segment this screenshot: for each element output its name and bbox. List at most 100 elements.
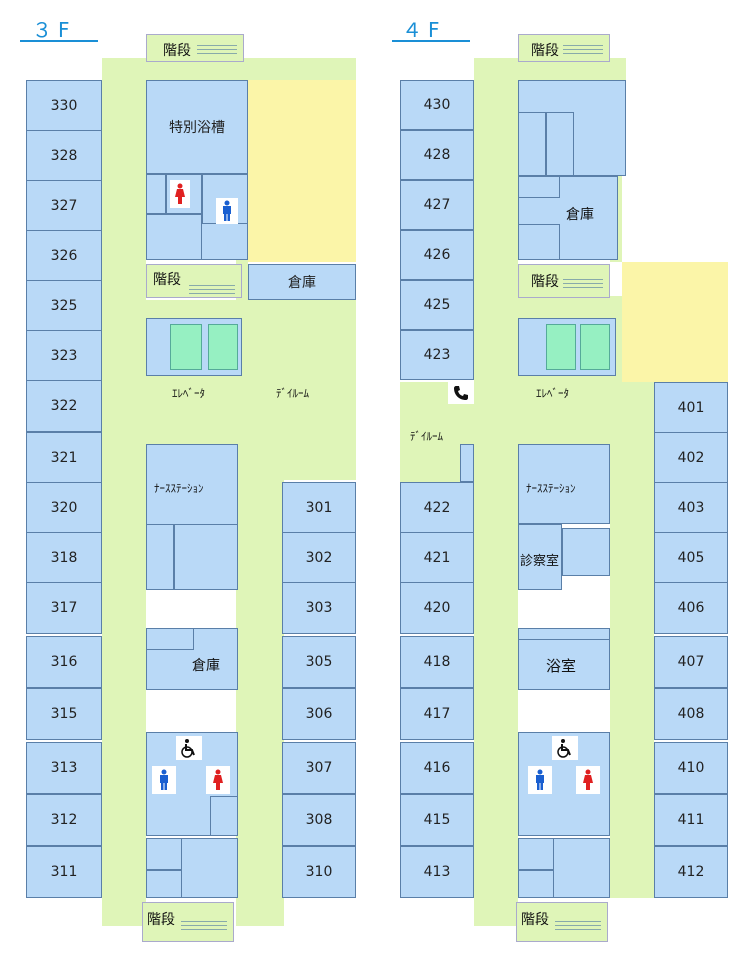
room-402: 402 — [654, 432, 728, 484]
nurse-station-3f-sub-2 — [174, 524, 238, 590]
stairs-4f-bottom-label: 階段 — [521, 912, 549, 928]
bathroom-4f-label: 浴室 — [546, 657, 577, 675]
room-430: 430 — [400, 80, 474, 130]
corridor-4f-top — [474, 58, 626, 80]
room-428: 428 — [400, 130, 474, 180]
storage-4f-sub-1 — [518, 112, 546, 176]
male-icon — [528, 766, 552, 794]
room-405: 405 — [654, 532, 728, 584]
room-427: 427 — [400, 180, 474, 230]
room-411: 411 — [654, 794, 728, 846]
room-426: 426 — [400, 230, 474, 280]
dayroom-4f-label: ﾃﾞｲﾙｰﾑ — [410, 430, 443, 443]
room-423: 423 — [400, 330, 474, 380]
stairs-3f-top-label: 階段 — [163, 43, 191, 59]
stairs-3f-bottom-label: 階段 — [147, 912, 175, 928]
room-407: 407 — [654, 636, 728, 688]
exam-room-4f-label: 診察室 — [520, 554, 560, 569]
corridor-3f-right — [236, 300, 284, 926]
room-316: 316 — [26, 636, 102, 688]
elevator-4f-label: ｴﾚﾍﾞｰﾀ — [536, 387, 569, 400]
male-icon — [152, 766, 176, 794]
stairs-4f-top: 階段 — [518, 34, 610, 62]
room-327: 327 — [26, 180, 102, 232]
nurse-station-3f-label: ﾅｰｽｽﾃｰｼｮﾝ — [154, 482, 204, 495]
room-408: 408 — [654, 688, 728, 740]
elevator-3f-label: ｴﾚﾍﾞｰﾀ — [172, 387, 205, 400]
room-421: 421 — [400, 532, 474, 584]
room-328: 328 — [26, 130, 102, 182]
room-410: 410 — [654, 742, 728, 794]
nurse-station-3f-sub-1 — [146, 524, 174, 590]
corridor-3f-main — [102, 58, 146, 926]
floor-3-title-underline — [20, 40, 98, 42]
room-415: 415 — [400, 794, 474, 846]
stairs-4f-top-label: 階段 — [531, 43, 559, 59]
room-420: 420 — [400, 582, 474, 634]
stairs-3f-bottom: 階段 — [142, 902, 234, 942]
floor-3-title: ３F — [32, 18, 76, 42]
storage-3f-bottom-sub-2 — [146, 870, 182, 898]
room-325: 325 — [26, 280, 102, 332]
room-312: 312 — [26, 794, 102, 846]
room-307: 307 — [282, 742, 356, 794]
room-326: 326 — [26, 230, 102, 282]
storage-3f-lower-sub — [146, 628, 194, 650]
room-401: 401 — [654, 382, 728, 434]
wheelchair-icon — [552, 736, 578, 760]
nurse-station-4f — [518, 444, 610, 524]
storage-4f-bottom-sub-1 — [518, 838, 554, 870]
room-317: 317 — [26, 582, 102, 634]
storage-3f-lower-label: 倉庫 — [192, 658, 220, 674]
yellow-area-3f — [248, 80, 356, 262]
wheelchair-icon — [176, 736, 202, 760]
room-311: 311 — [26, 846, 102, 898]
stairs-3f-top: 階段 — [146, 34, 244, 62]
phone-icon — [448, 382, 474, 404]
dayroom-3f-label: ﾃﾞｲﾙｰﾑ — [276, 387, 309, 400]
stairs-3f-mid-label: 階段 — [153, 272, 181, 288]
elevator-4f-car-2 — [580, 324, 610, 370]
room-406: 406 — [654, 582, 728, 634]
storage-3f-bottom-sub-1 — [146, 838, 182, 870]
female-icon — [576, 766, 600, 794]
room-305: 305 — [282, 636, 356, 688]
bathroom-4f-sub — [518, 628, 610, 640]
storage-4f-label: 倉庫 — [566, 207, 594, 223]
room-321: 321 — [26, 432, 102, 484]
stairs-4f-mid-label: 階段 — [531, 274, 559, 290]
room-303: 303 — [282, 582, 356, 634]
storage-3f-upper: 倉庫 — [248, 264, 356, 300]
room-315: 315 — [26, 688, 102, 740]
room-403: 403 — [654, 482, 728, 534]
storage-4f-sub-2 — [546, 112, 574, 176]
room-322: 322 — [26, 380, 102, 432]
stairs-4f-mid: 階段 — [518, 264, 610, 298]
corridor-4f-main — [474, 58, 518, 926]
room-310: 310 — [282, 846, 356, 898]
room-412: 412 — [654, 846, 728, 898]
corridor-4f-right — [610, 382, 654, 898]
corridor-3f-top — [102, 58, 356, 80]
toilet-stall-3f-c — [146, 214, 202, 260]
room-422: 422 — [400, 482, 474, 534]
exam-room-4f — [518, 524, 562, 590]
stairs-4f-bottom: 階段 — [516, 902, 608, 942]
floor-4-title-underline — [392, 40, 470, 42]
room-323: 323 — [26, 330, 102, 382]
storage-4f-bottom-sub-2 — [518, 870, 554, 898]
storage-4f-sub-4 — [518, 224, 560, 260]
room-418: 418 — [400, 636, 474, 688]
room-417: 417 — [400, 688, 474, 740]
storage-4f-sub-3 — [518, 176, 560, 198]
elevator-3f-car-2 — [208, 324, 238, 370]
stairs-3f-mid: 階段 — [146, 264, 242, 298]
female-icon — [170, 180, 190, 208]
nurse-station-4f-label: ﾅｰｽｽﾃｰｼｮﾝ — [526, 482, 576, 495]
dayroom-4f-pillar — [460, 444, 474, 482]
room-320: 320 — [26, 482, 102, 534]
floor-4-title: ４F — [402, 18, 446, 42]
room-308: 308 — [282, 794, 356, 846]
room-318: 318 — [26, 532, 102, 584]
room-425: 425 — [400, 280, 474, 330]
